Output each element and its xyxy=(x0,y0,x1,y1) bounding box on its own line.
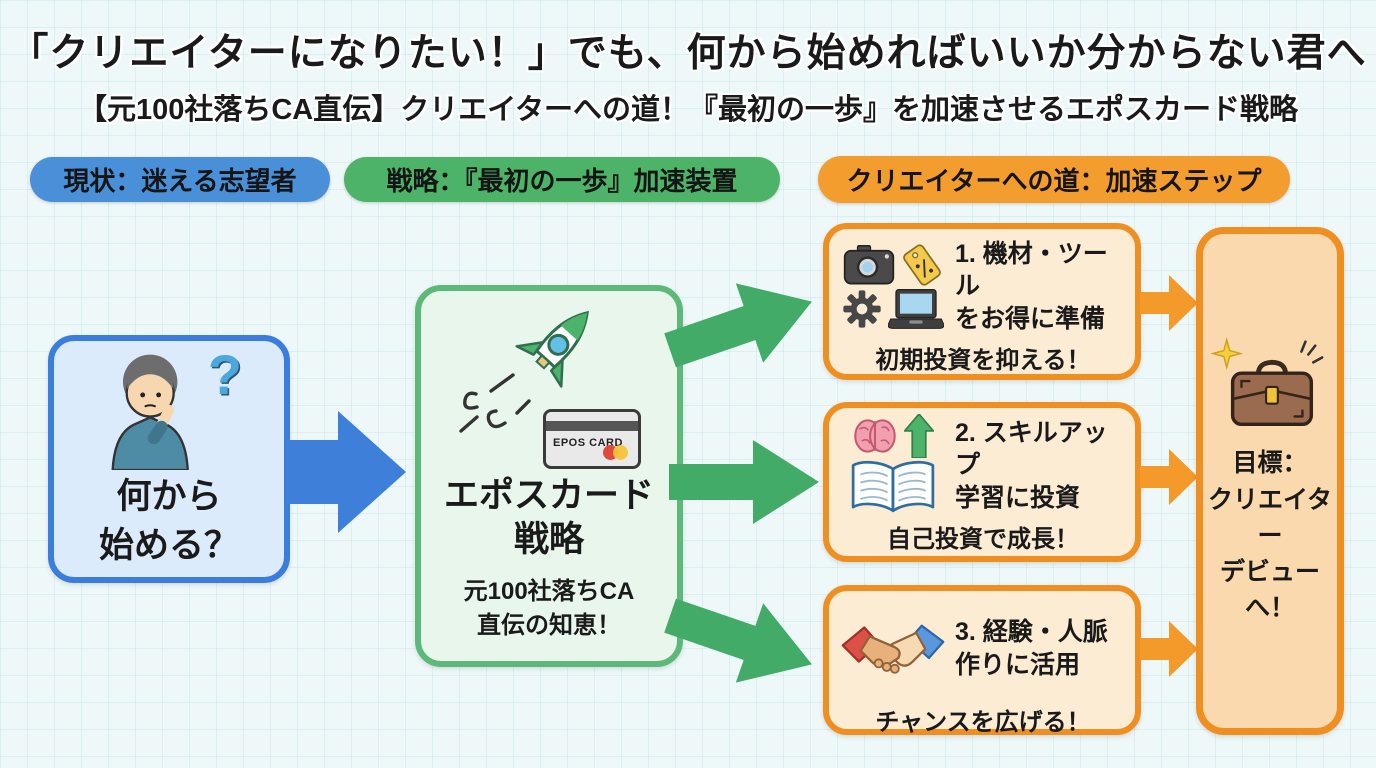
green-arrow-to-step-2 xyxy=(669,440,819,524)
problem-text: 何から 始める？ xyxy=(98,477,239,565)
green-arrow-to-step-3 xyxy=(664,598,812,683)
goal-text: 目標： クリエイター デビューへ！ xyxy=(1207,449,1332,623)
goal-node: 目標： クリエイター デビューへ！ xyxy=(1196,227,1344,735)
card-yellow-circle xyxy=(613,445,628,460)
step-3-icons xyxy=(841,616,945,682)
step-3-title: 3. 経験・人脈 作りに活用 xyxy=(955,618,1108,679)
step-1-note: 初期投資を抑える！ xyxy=(875,347,1091,374)
strategy-title: エポスカード 戦略 xyxy=(443,476,654,559)
label-strategy: 戦略：『最初の一歩』加速装置 xyxy=(344,157,780,202)
green-arrow-to-step-1 xyxy=(664,283,812,368)
step-2-note: 自己投資で成長！ xyxy=(887,526,1079,553)
briefcase-icon xyxy=(1211,337,1324,427)
step-3-node: 3. 経験・人脈 作りに活用 チャンスを広げる！ xyxy=(823,585,1141,736)
open-book-icon xyxy=(851,460,935,512)
orange-arrow-step-1-to-goal xyxy=(1140,275,1198,331)
label-current-status: 現状：迷える志望者 xyxy=(30,157,330,202)
orange-arrow-step-3-to-goal xyxy=(1140,621,1198,677)
card-stripe xyxy=(546,421,638,431)
thinking-person-graphic xyxy=(111,354,189,470)
problem-node: ? 何から 始める？ xyxy=(48,335,290,583)
camera-icon xyxy=(843,244,895,284)
orange-arrow-step-2-to-goal xyxy=(1140,449,1198,505)
page-title: 「クリエイターになりたい！」でも、何から始めればいいか分からない君へ xyxy=(9,32,1367,75)
handshake-icon xyxy=(841,624,945,674)
price-tag-icon xyxy=(903,243,941,286)
step-1-node: 1. 機材・ツール をお得に準備 初期投資を抑える！ xyxy=(823,223,1141,380)
epos-card-icon: EPOS CARD xyxy=(543,409,641,469)
thinking-person-icon: ? xyxy=(94,343,244,470)
gear-icon xyxy=(843,289,881,328)
sparkle-icon xyxy=(1211,337,1244,371)
step-3-note: チャンスを広げる！ xyxy=(875,709,1091,736)
laptop-icon xyxy=(888,288,944,329)
label-acceleration-steps: クリエイターへの道：加速ステップ xyxy=(818,156,1290,203)
page-subtitle: 【元100社落ちCA直伝】クリエイターへの道！『最初の一歩』を加速させるエポスカ… xyxy=(77,94,1299,126)
step-1-icons xyxy=(841,243,945,330)
question-mark-icon: ? xyxy=(207,343,242,406)
step-1-title: 1. 機材・ツール をお得に準備 xyxy=(955,239,1108,333)
brain-icon xyxy=(854,418,896,453)
up-arrow-icon xyxy=(904,413,934,458)
step-2-icons xyxy=(841,413,945,518)
strategy-subtext: 元100社落ちCA 直伝の知恵！ xyxy=(463,578,635,639)
step-2-node: 2. スキルアップ 学習に投資 自己投資で成長！ xyxy=(823,402,1141,562)
rocket-icon xyxy=(459,310,589,433)
blue-flow-arrow xyxy=(286,411,406,533)
strategy-node: EPOS CARD エポスカード 戦略 元100社落ちCA 直伝の知恵！ xyxy=(415,285,683,667)
step-2-title: 2. スキルアップ 学習に投資 xyxy=(955,418,1108,512)
